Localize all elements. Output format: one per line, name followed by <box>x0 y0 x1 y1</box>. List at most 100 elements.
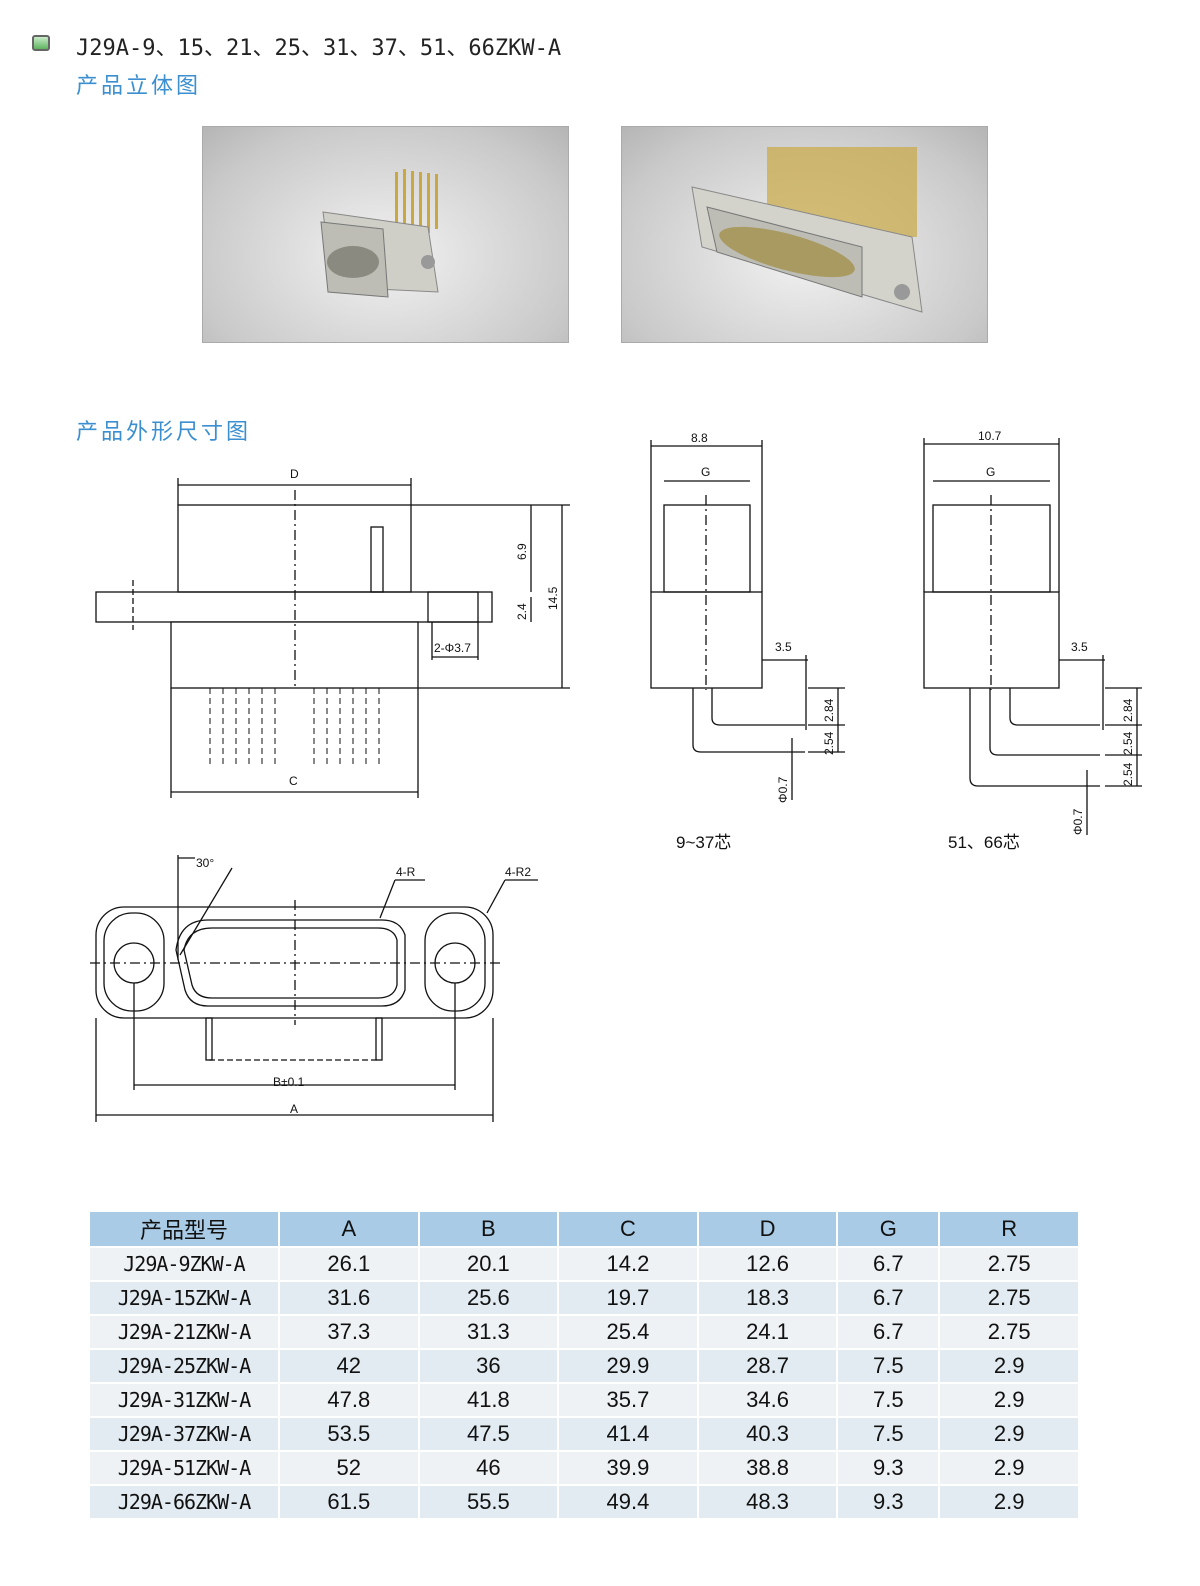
value-cell: 2.75 <box>940 1248 1078 1280</box>
section-dims-heading: 产品外形尺寸图 <box>76 419 252 444</box>
dim-label-hole: 2-Φ3.7 <box>434 641 471 655</box>
value-cell: 47.5 <box>419 1418 558 1450</box>
value-cell: 39.9 <box>559 1452 697 1484</box>
value-cell: 36 <box>419 1350 558 1382</box>
model-cell: J29A-9ZKW-A <box>90 1248 278 1280</box>
model-cell: J29A-21ZKW-A <box>90 1316 278 1348</box>
section-3d-heading: 产品立体图 <box>76 73 202 98</box>
dim-label-3-5-large: 3.5 <box>1071 640 1088 654</box>
caption-9-37: 9~37芯 <box>676 833 731 852</box>
caption-51-66: 51、66芯 <box>948 833 1020 852</box>
column-header: B <box>419 1212 558 1246</box>
column-header: C <box>559 1212 697 1246</box>
value-cell: 49.4 <box>559 1486 697 1518</box>
value-cell: 40.3 <box>698 1418 837 1450</box>
value-cell: 47.8 <box>280 1384 418 1416</box>
value-cell: 29.9 <box>559 1350 697 1382</box>
dim-label-4-R2: 4-R2 <box>505 865 531 879</box>
dim-label-G: G <box>701 465 710 479</box>
value-cell: 9.3 <box>838 1486 939 1518</box>
value-cell: 2.9 <box>940 1418 1078 1450</box>
dim-label-D: D <box>290 467 299 481</box>
value-cell: 18.3 <box>698 1282 837 1314</box>
value-cell: 25.4 <box>559 1316 697 1348</box>
dim-label-2-54: 2.54 <box>822 731 836 755</box>
value-cell: 20.1 <box>419 1248 558 1280</box>
model-cell: J29A-25ZKW-A <box>90 1350 278 1382</box>
value-cell: 2.75 <box>940 1282 1078 1314</box>
value-cell: 28.7 <box>698 1350 837 1382</box>
column-header: A <box>280 1212 418 1246</box>
value-cell: 34.6 <box>698 1384 837 1416</box>
value-cell: 2.9 <box>940 1452 1078 1484</box>
model-cell: J29A-15ZKW-A <box>90 1282 278 1314</box>
bullet-icon <box>32 35 50 51</box>
value-cell: 53.5 <box>280 1418 418 1450</box>
value-cell: 2.9 <box>940 1384 1078 1416</box>
value-cell: 41.8 <box>419 1384 558 1416</box>
value-cell: 14.2 <box>559 1248 697 1280</box>
model-cell: J29A-31ZKW-A <box>90 1384 278 1416</box>
value-cell: 52 <box>280 1452 418 1484</box>
dim-label-2-84: 2.84 <box>822 698 836 722</box>
value-cell: 61.5 <box>280 1486 418 1518</box>
dim-label-2-4: 2.4 <box>515 603 529 620</box>
value-cell: 6.7 <box>838 1316 939 1348</box>
product-title: J29A-9、15、21、25、31、37、51、66ZKW-A <box>76 36 562 61</box>
dim-label-A: A <box>290 1102 298 1116</box>
value-cell: 6.7 <box>838 1248 939 1280</box>
value-cell: 2.75 <box>940 1316 1078 1348</box>
value-cell: 31.6 <box>280 1282 418 1314</box>
value-cell: 42 <box>280 1350 418 1382</box>
value-cell: 35.7 <box>559 1384 697 1416</box>
dim-label-14-5: 14.5 <box>546 586 560 610</box>
model-cell: J29A-66ZKW-A <box>90 1486 278 1518</box>
dim-label-6-9: 6.9 <box>515 543 529 560</box>
value-cell: 2.9 <box>940 1350 1078 1382</box>
value-cell: 6.7 <box>838 1282 939 1314</box>
dim-label-C: C <box>289 774 298 788</box>
value-cell: 7.5 <box>838 1384 939 1416</box>
model-cell: J29A-51ZKW-A <box>90 1452 278 1484</box>
dim-label-2-84-large: 2.84 <box>1121 698 1135 722</box>
dim-label-10-7: 10.7 <box>978 429 1002 443</box>
side-view-small-drawing: 8.8 G 3.5 2.84 2.54 Φ0.7 9~37芯 <box>650 431 845 852</box>
side-view-large-drawing: 10.7 G 3.5 2.84 2.54 2.54 Φ0.7 51、66芯 <box>923 429 1142 852</box>
value-cell: 12.6 <box>698 1248 837 1280</box>
product-photo-small <box>202 126 569 343</box>
value-cell: 2.9 <box>940 1486 1078 1518</box>
column-header: D <box>698 1212 837 1246</box>
value-cell: 24.1 <box>698 1316 837 1348</box>
front-view-drawing: D C 2-Φ3.7 6.9 2.4 14.5 <box>95 467 570 798</box>
column-header: R <box>940 1212 1078 1246</box>
value-cell: 46 <box>419 1452 558 1484</box>
dim-label-30deg: 30° <box>196 856 214 870</box>
value-cell: 25.6 <box>419 1282 558 1314</box>
top-view-drawing: 30° 4-R 4-R2 B±0.1 A <box>90 855 538 1122</box>
value-cell: 38.8 <box>698 1452 837 1484</box>
dim-label-8-8: 8.8 <box>691 431 708 445</box>
dimension-drawings: D C 2-Φ3.7 6.9 2.4 14.5 8.8 G 3.5 2.84 2… <box>90 429 1142 1122</box>
model-cell: J29A-37ZKW-A <box>90 1418 278 1450</box>
value-cell: 55.5 <box>419 1486 558 1518</box>
product-photo-large <box>621 126 988 343</box>
column-header: G <box>838 1212 939 1246</box>
value-cell: 7.5 <box>838 1418 939 1450</box>
value-cell: 7.5 <box>838 1350 939 1382</box>
dim-label-G-large: G <box>986 465 995 479</box>
value-cell: 9.3 <box>838 1452 939 1484</box>
value-cell: 41.4 <box>559 1418 697 1450</box>
dim-label-4-R: 4-R <box>396 865 416 879</box>
dim-label-3-5: 3.5 <box>775 640 792 654</box>
value-cell: 31.3 <box>419 1316 558 1348</box>
